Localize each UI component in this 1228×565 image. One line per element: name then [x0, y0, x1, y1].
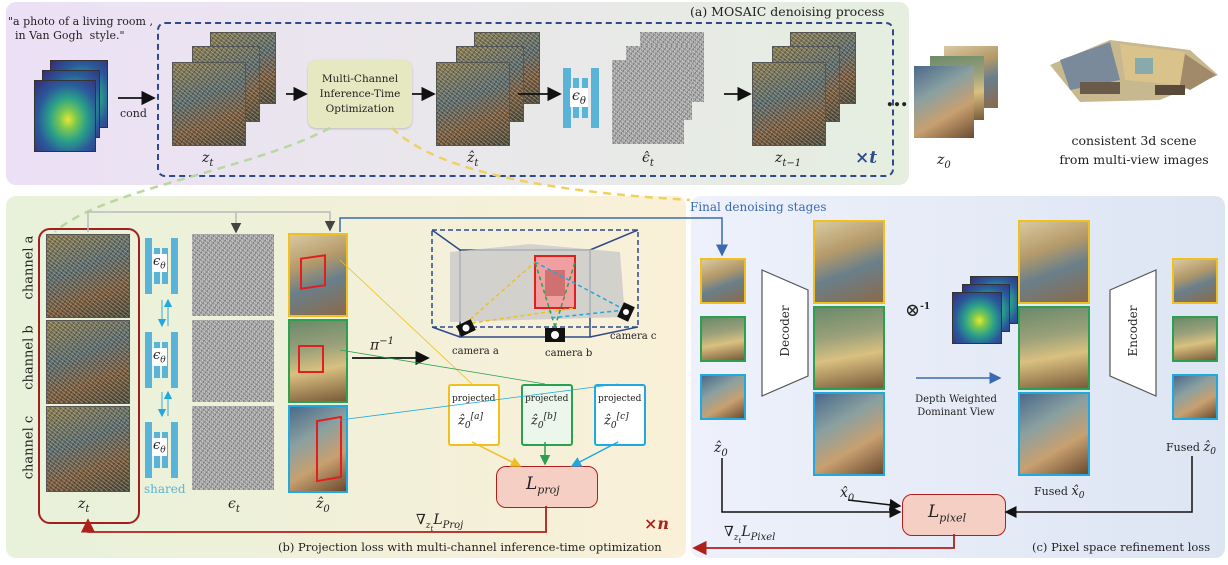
- fused-zhat0-view-b: [1172, 316, 1218, 362]
- zhat0-view-a: [700, 258, 746, 304]
- camera-b-label: camera b: [545, 348, 593, 359]
- eps-t-label: ϵt: [228, 496, 240, 515]
- fused-zhat0-view-c: [1172, 374, 1218, 420]
- l-proj-label: Lproj: [526, 474, 560, 497]
- noise-image: [192, 406, 274, 490]
- shared-label: shared: [144, 482, 186, 496]
- times-n-label: ×n: [644, 514, 670, 533]
- noise-image: [612, 60, 684, 144]
- projected-b-math: ẑ0[b]: [531, 412, 557, 431]
- depth-weighted-label: Depth Weighted Dominant View: [915, 394, 997, 418]
- projected-b-box: [521, 384, 573, 446]
- encoder-block: [1109, 269, 1157, 397]
- clean-image: [914, 66, 974, 138]
- eps-theta-label: ϵθ: [152, 438, 167, 456]
- projected-c-math: ẑ0[c]: [604, 412, 629, 431]
- fused-xhat0-label: Fused x̂0: [1034, 484, 1085, 502]
- fused-xhat0-view-c: [1018, 392, 1090, 476]
- z-tm1-label: zt−1: [775, 150, 802, 169]
- mcito-label: Multi-Channel Inference-Time Optimizatio…: [319, 73, 401, 115]
- top-panel-title: (a) MOSAIC denoising process: [690, 4, 885, 19]
- l-pixel-label: Lpixel: [928, 502, 967, 525]
- xhat0-label: x̂0: [840, 485, 855, 504]
- depth-map: [34, 80, 96, 152]
- zt-channel-label: zt: [78, 496, 90, 515]
- projected-b-text: projected: [525, 394, 569, 404]
- denoise-loop-box: [157, 22, 894, 177]
- noise-image: [192, 234, 274, 316]
- eps-hat-label: ϵ̂t: [642, 150, 654, 169]
- scene-caption: consistent 3d scene from multi-view imag…: [1059, 133, 1209, 167]
- fused-xhat0-view-a: [1018, 220, 1090, 304]
- zhat0-view-c: [700, 374, 746, 420]
- zhat0-label: ẑ0: [316, 496, 330, 515]
- cond-label: cond: [120, 107, 147, 120]
- latent-image: [752, 62, 826, 146]
- predicted-image-c: [288, 405, 348, 493]
- projected-c-text: projected: [598, 394, 642, 404]
- projected-a-math: ẑ0[a]: [458, 412, 483, 431]
- scene-3d-image: [1050, 40, 1218, 102]
- xhat0-view-a: [813, 220, 885, 304]
- depth-map: [952, 292, 1002, 344]
- channel-latent: [46, 406, 130, 492]
- left-panel-caption: (b) Projection loss with multi-channel i…: [278, 540, 662, 554]
- mcito-box: [308, 60, 412, 128]
- xhat0-view-c: [813, 392, 885, 476]
- latent-image: [436, 62, 510, 146]
- projection-region: [298, 345, 324, 373]
- grad-proj-label: ∇ztLProj: [416, 512, 464, 533]
- scene-projection-box: [431, 229, 639, 342]
- decoder-block: [761, 269, 809, 397]
- predicted-image-a: [288, 233, 348, 317]
- zhat0-view-b: [700, 316, 746, 362]
- times-t-label: ×t: [855, 148, 878, 168]
- eps-theta-label: ϵθ: [152, 348, 167, 366]
- camera-a-label: camera a: [452, 346, 499, 357]
- inverse-operator: ⊗-1: [905, 300, 931, 321]
- z0-label: z0: [937, 152, 951, 171]
- fused-xhat0-view-b: [1018, 306, 1090, 390]
- projected-a-text: projected: [452, 394, 496, 404]
- channel-latent: [46, 320, 130, 404]
- right-panel-caption: (c) Pixel space refinement loss: [1032, 540, 1211, 554]
- fused-zhat0-view-a: [1172, 258, 1218, 304]
- xhat0-view-b: [813, 306, 885, 390]
- pi-inverse-label: π−1: [370, 336, 394, 354]
- channel-latent: [46, 234, 130, 318]
- zhat-t-label: ẑt: [467, 150, 479, 169]
- latent-image: [172, 62, 246, 146]
- grad-pixel-label: ∇ztLPixel: [724, 524, 776, 545]
- camera-c-label: camera c: [610, 331, 657, 342]
- noise-image: [192, 320, 274, 402]
- eps-theta-label: ϵθ: [152, 254, 167, 272]
- ellipsis: …: [886, 86, 908, 112]
- projected-a-box: [448, 384, 500, 446]
- projected-c-box: [594, 384, 646, 446]
- eps-theta-label: ϵθ: [570, 88, 588, 107]
- final-stages-title: Final denoising stages: [690, 200, 827, 214]
- zhat0-right-label: ẑ0: [714, 440, 728, 459]
- zt-label: zt: [202, 150, 214, 169]
- l-proj-box: [496, 466, 598, 508]
- fused-zhat0-label: Fused ẑ0: [1166, 440, 1217, 458]
